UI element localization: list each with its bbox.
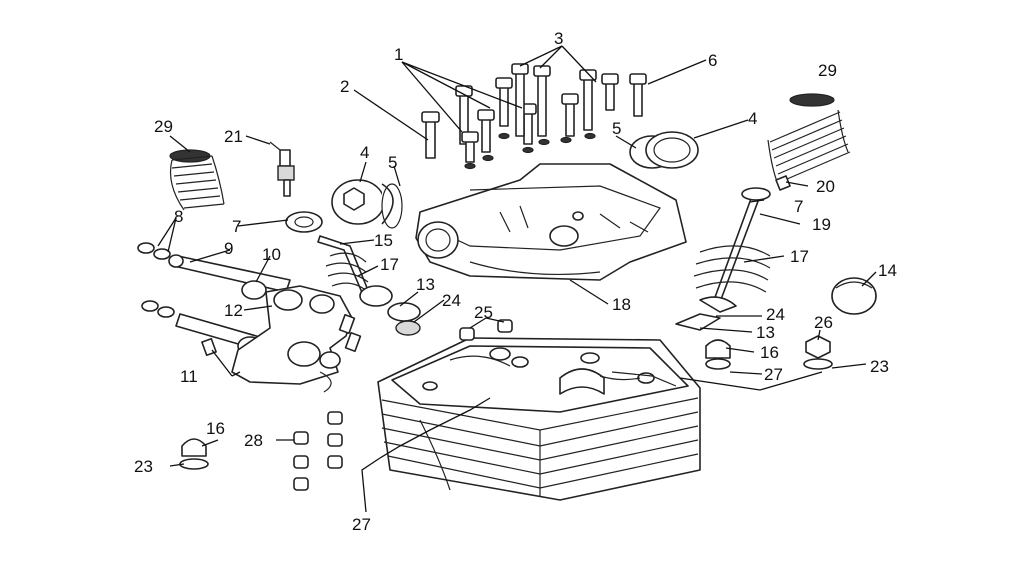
callout-23-left: 23 bbox=[134, 457, 153, 476]
valve-seal-right bbox=[675, 313, 721, 331]
callout-5-right: 5 bbox=[612, 119, 621, 138]
callout-29-right: 29 bbox=[818, 61, 837, 80]
cap-nut-left bbox=[179, 438, 209, 470]
callout-9: 9 bbox=[224, 239, 233, 258]
callout-14: 14 bbox=[878, 261, 897, 280]
callout-16-left: 16 bbox=[206, 419, 225, 438]
callout-13-left: 13 bbox=[416, 275, 435, 294]
valve-left bbox=[317, 235, 421, 336]
callout-28: 28 bbox=[244, 431, 263, 450]
callout-12: 12 bbox=[224, 301, 243, 320]
callout-7-left: 7 bbox=[232, 217, 241, 236]
leader-lines bbox=[157, 45, 877, 513]
callout-24-left: 24 bbox=[442, 291, 461, 310]
callout-27-left: 27 bbox=[352, 515, 371, 534]
callout-18: 18 bbox=[612, 295, 631, 314]
callout-8: 8 bbox=[174, 207, 183, 226]
callout-23-right: 23 bbox=[870, 357, 889, 376]
cap-nut-right bbox=[705, 339, 731, 370]
callout-labels: 1 2 3 6 29 29 21 4 5 5 4 20 7 7 8 9 10 1… bbox=[134, 29, 897, 534]
callout-17-right: 17 bbox=[790, 247, 809, 266]
spark-plug bbox=[269, 141, 295, 197]
callout-24-right: 24 bbox=[766, 305, 785, 324]
gaskets bbox=[331, 131, 699, 229]
callout-4-right: 4 bbox=[748, 109, 757, 128]
thrust-washer-left bbox=[285, 211, 323, 233]
callout-29-left: 29 bbox=[154, 117, 173, 136]
callout-16-right: 16 bbox=[760, 343, 779, 362]
callout-15: 15 bbox=[374, 231, 393, 250]
left-valve-spring bbox=[169, 149, 225, 211]
callout-17-left: 17 bbox=[380, 255, 399, 274]
valve-right bbox=[693, 175, 791, 313]
nut-26 bbox=[803, 335, 833, 370]
cylinder-head bbox=[377, 337, 701, 501]
callout-4-left: 4 bbox=[360, 143, 369, 162]
rocker-cover bbox=[415, 163, 687, 281]
callout-19: 19 bbox=[812, 215, 831, 234]
callout-11: 11 bbox=[180, 367, 198, 386]
callout-10: 10 bbox=[262, 245, 281, 264]
callout-21: 21 bbox=[224, 127, 243, 146]
cap-14 bbox=[831, 277, 877, 315]
callout-5-left: 5 bbox=[388, 153, 397, 172]
callout-1: 1 bbox=[394, 45, 403, 64]
callout-20: 20 bbox=[816, 177, 835, 196]
right-valve-spring bbox=[767, 93, 851, 185]
callout-2: 2 bbox=[340, 77, 349, 96]
rocker-shaft-assembly bbox=[137, 242, 362, 393]
bolt-set bbox=[421, 63, 647, 170]
callout-6: 6 bbox=[708, 51, 717, 70]
callout-26: 26 bbox=[814, 313, 833, 332]
dowel-pins bbox=[293, 319, 513, 491]
callout-27-right: 27 bbox=[764, 365, 783, 384]
callout-13-right: 13 bbox=[756, 323, 775, 342]
callout-3: 3 bbox=[554, 29, 563, 48]
callout-7-right: 7 bbox=[794, 197, 803, 216]
callout-25: 25 bbox=[474, 303, 493, 322]
